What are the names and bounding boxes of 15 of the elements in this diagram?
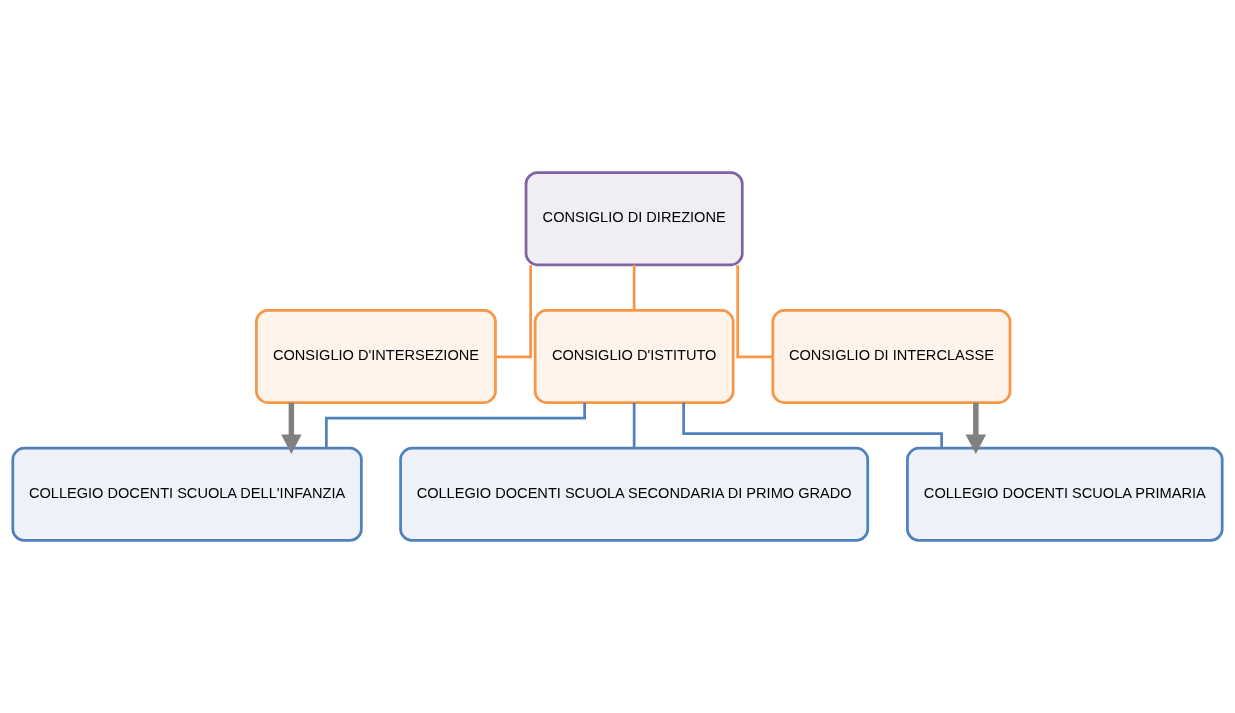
node-box: CONSIGLIO D'INTERSEZIONE bbox=[255, 309, 497, 404]
arrow bbox=[965, 402, 987, 454]
connector bbox=[632, 402, 636, 449]
node-box: COLLEGIO DOCENTI SCUOLA SECONDARIA DI PRIMO GRADO bbox=[399, 446, 870, 542]
node-box: COLLEGIO DOCENTI SCUOLA PRIMARIA bbox=[906, 446, 1224, 542]
arrow bbox=[281, 402, 302, 454]
connector bbox=[682, 402, 943, 448]
node-box: CONSIGLIO D'ISTITUTO bbox=[533, 309, 735, 404]
node-box: CONSIGLIO DI INTERCLASSE bbox=[771, 309, 1012, 404]
connector bbox=[325, 402, 586, 448]
node-box: COLLEGIO DOCENTI SCUOLA DELL'INFANZIA bbox=[11, 446, 363, 542]
connector bbox=[736, 265, 773, 359]
connector bbox=[632, 265, 636, 311]
node-box: CONSIGLIO DI DIREZIONE bbox=[524, 171, 744, 267]
connector bbox=[495, 265, 532, 359]
